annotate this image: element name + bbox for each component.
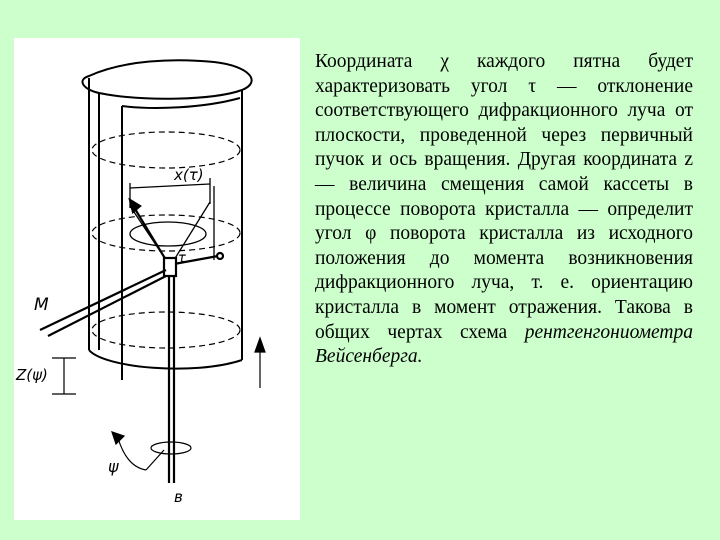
label-x-tau: x(τ) xyxy=(173,166,204,184)
weissenberg-diagram: x(τ) M τ Z(ψ) ψ в xyxy=(15,59,266,506)
dashed-level-1 xyxy=(91,131,241,169)
primary-beam xyxy=(39,269,167,331)
paragraph-italic-tail: рентгенгониометра Вейсенберга. xyxy=(315,321,694,368)
diffracted-beam-right xyxy=(173,254,219,266)
label-tau: τ xyxy=(178,251,186,266)
x-tau-dim-line xyxy=(129,183,211,189)
psi-arrowhead xyxy=(111,431,126,446)
psi-arc xyxy=(117,437,147,471)
primary-beam-2 xyxy=(47,275,167,337)
rotation-ellipse xyxy=(150,441,192,455)
cylinder-bottom-rim xyxy=(88,349,243,370)
cone-right-edge xyxy=(173,201,211,261)
label-B: в xyxy=(174,488,183,506)
diagram-panel: x(τ) M τ Z(ψ) ψ в xyxy=(14,38,300,520)
spot-on-film xyxy=(215,251,225,261)
cone-base-ellipse xyxy=(129,221,207,247)
label-z-psi: Z(ψ) xyxy=(15,366,48,384)
description-paragraph: Координата χ каждого пятна будет характе… xyxy=(315,50,693,370)
diffracted-beam xyxy=(131,203,167,261)
translation-arrowhead xyxy=(254,336,266,353)
label-psi: ψ xyxy=(108,457,119,476)
psi-arm xyxy=(145,449,165,471)
crystal-holder xyxy=(162,256,178,278)
dashed-level-3 xyxy=(91,311,241,349)
paragraph-main-text: Координата χ каждого пятна будет характе… xyxy=(315,51,693,343)
diffracted-beam-arrowhead xyxy=(128,197,142,214)
dashed-level-2 xyxy=(91,214,241,252)
cylinder-inner-top-edge xyxy=(121,97,241,109)
label-M: M xyxy=(34,295,49,315)
cylinder-top-rim xyxy=(81,59,253,100)
